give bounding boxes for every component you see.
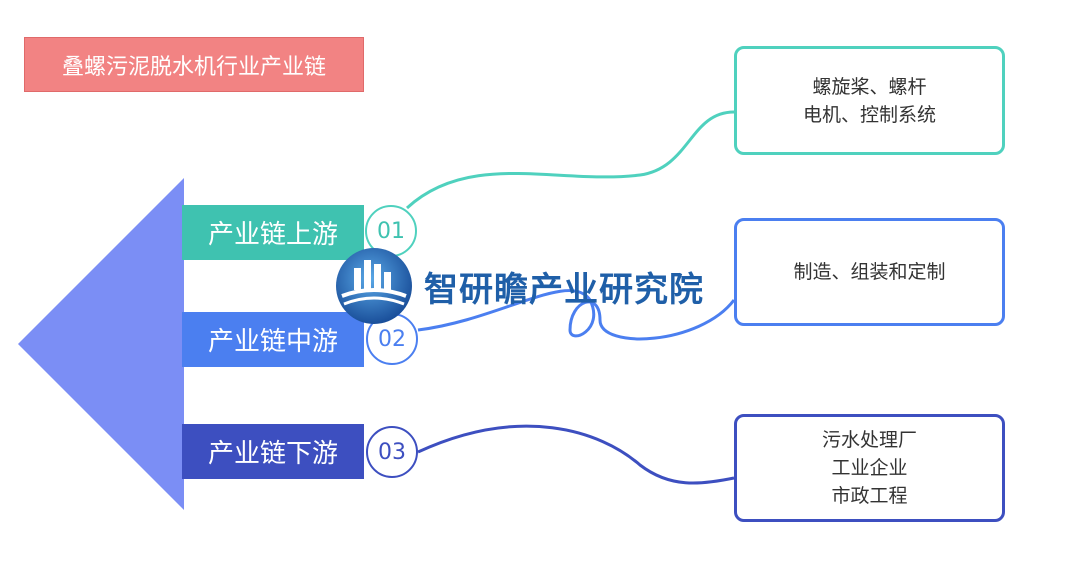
stage-midstream: 产业链中游 — [182, 312, 364, 367]
card-upstream: 螺旋桨、螺杆 电机、控制系统 — [734, 46, 1005, 155]
card-upstream-item: 电机、控制系统 — [802, 103, 936, 126]
stage-downstream: 产业链下游 — [182, 424, 364, 479]
diagram-title: 叠螺污泥脱水机行业产业链 — [24, 37, 364, 92]
card-downstream: 污水处理厂 工业企业 市政工程 — [734, 414, 1005, 522]
stage-upstream: 产业链上游 — [182, 205, 364, 260]
connector-midstream — [417, 289, 736, 341]
card-midstream-item: 制造、组装和定制 — [793, 261, 946, 283]
connector-upstream — [405, 110, 735, 210]
card-downstream-item: 污水处理厂 — [821, 429, 917, 451]
watermark-text: 智研瞻产业研究院 — [424, 269, 704, 310]
connector-downstream — [417, 424, 735, 485]
arrow-head — [18, 178, 184, 510]
watermark-logo-icon — [336, 248, 412, 324]
card-upstream-item: 螺旋桨、螺杆 — [812, 75, 927, 98]
card-downstream-item: 工业企业 — [831, 457, 908, 479]
number-downstream: 03 — [366, 426, 418, 478]
card-downstream-item: 市政工程 — [831, 485, 908, 507]
watermark: 智研瞻产业研究院 — [332, 246, 704, 326]
card-midstream: 制造、组装和定制 — [734, 218, 1005, 326]
